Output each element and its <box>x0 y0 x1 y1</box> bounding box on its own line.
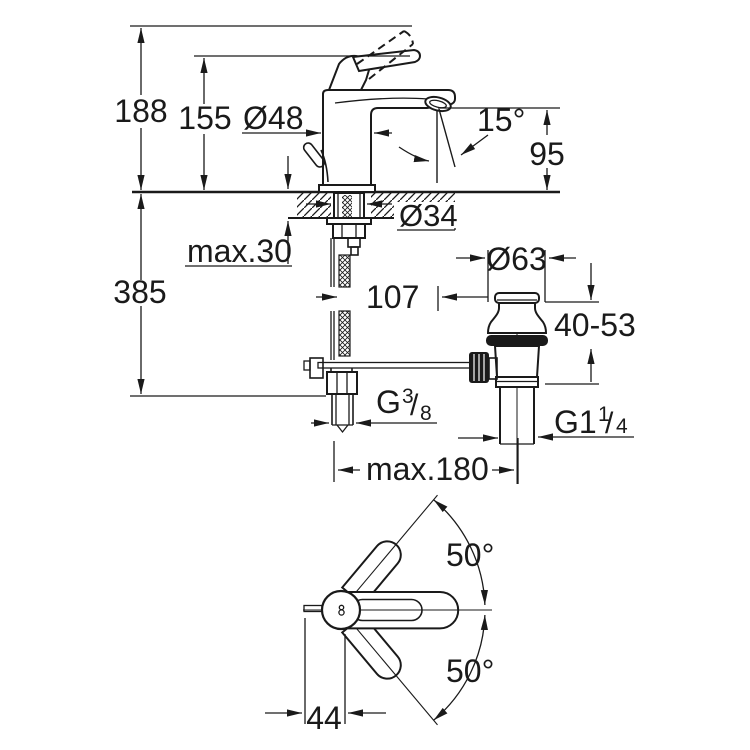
dim-max30-label: max.30 <box>187 233 292 269</box>
handle-raised-dashed <box>368 43 414 80</box>
waste-valve-body <box>493 345 541 378</box>
knob-stem <box>488 357 498 380</box>
waste-bell <box>486 302 548 334</box>
supply-hose-upper <box>338 254 351 288</box>
g38-g: G <box>376 384 401 420</box>
dim-g38-label: G 3 / 8 <box>376 374 432 425</box>
dim-50deg-lower-label: 50° <box>446 653 494 689</box>
waste-cap <box>494 292 540 304</box>
dim-44-label: 44 <box>306 700 342 736</box>
supply-nut-g38 <box>326 371 358 395</box>
waste-gasket <box>486 335 548 346</box>
under-counter-assembly <box>303 192 471 434</box>
waste-linkage-rod <box>317 361 471 369</box>
rod-clamp-tip <box>303 360 311 371</box>
counter-hatch-left <box>297 193 331 217</box>
dimensions-waste: Ø63 40-53 G 3 / 8 G1 1 / 4 max.180 <box>311 241 636 487</box>
faucet-side-view <box>302 30 456 193</box>
swing-line-lower <box>352 623 438 726</box>
pivot-logo-mark <box>338 609 345 616</box>
dim-max180-label: max.180 <box>366 451 489 487</box>
dim-155-label: 155 <box>178 100 231 136</box>
water-stream-angled <box>438 108 456 168</box>
dim-g114-label: G1 1 / 4 <box>554 392 628 440</box>
handle-top-view: 50° 50° 44 <box>265 494 494 736</box>
g38-num: 3 <box>402 385 414 408</box>
swing-line-upper <box>352 494 438 597</box>
pull-rod-top-view <box>303 604 323 613</box>
dim-o34-label: Ø34 <box>399 198 458 233</box>
g38-den: 8 <box>420 402 432 425</box>
handle-raised-dashed-tip <box>403 30 414 45</box>
pull-rod-knob-shape <box>302 142 326 168</box>
dim-385-label: 385 <box>113 274 166 310</box>
dim-107-label: 107 <box>366 279 419 315</box>
swing-arc-lower <box>433 614 488 721</box>
dim-15deg-label: 15° <box>477 102 525 138</box>
hose-in-shank <box>342 195 352 217</box>
spout-inner-line <box>334 97 429 104</box>
g114-den: 4 <box>616 415 628 438</box>
pop-up-waste <box>469 292 548 484</box>
dim-15deg-leader <box>460 134 489 156</box>
dim-o34-label-bg <box>394 202 457 228</box>
dim-o48-label: Ø48 <box>243 100 303 136</box>
dim-188-label: 188 <box>114 93 167 129</box>
handle-raised-dashed <box>356 30 405 65</box>
dim-o63-label: Ø63 <box>486 241 546 277</box>
swing-arc-upper <box>433 499 488 606</box>
supply-tube-cone <box>336 424 349 434</box>
g114-slash: / <box>605 407 614 440</box>
supply-hose-lower <box>338 310 351 357</box>
g38-slash: / <box>410 389 419 422</box>
dim-15deg-arc <box>398 146 430 163</box>
g114-num: 1 <box>598 403 610 426</box>
mounting-nut <box>332 223 366 239</box>
pull-rod-knob <box>302 142 326 168</box>
dimensions-upper: 188 155 Ø48 15° 95 385 Ø34 max.30 107 <box>113 25 565 397</box>
hose-fitting <box>347 237 361 248</box>
dim-95-label: 95 <box>529 136 565 172</box>
faucet-body <box>322 89 456 186</box>
g114-g: G1 <box>554 404 597 440</box>
faucet-base-plate <box>318 184 376 193</box>
dim-50deg-upper-label: 50° <box>446 537 494 573</box>
aerator-inner <box>429 99 447 109</box>
hose-fitting-small <box>350 246 359 256</box>
pull-rod-upper-curve <box>320 149 329 183</box>
dim-4053-label: 40-53 <box>554 307 636 343</box>
